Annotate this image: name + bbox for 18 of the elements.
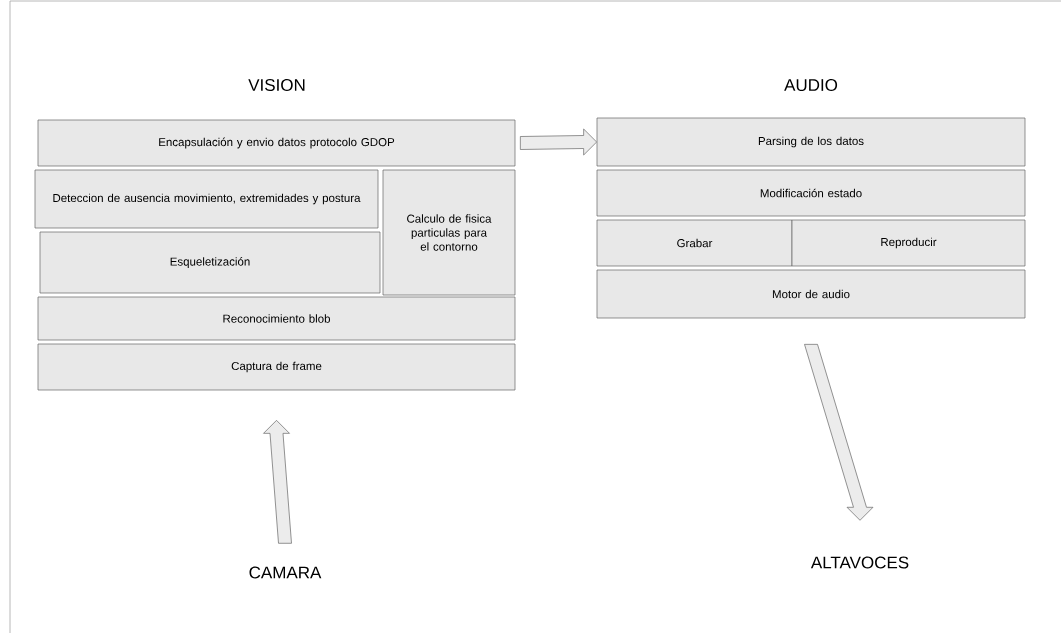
process-box: Encapsulación y envio datos protocolo GDOP	[37, 119, 516, 167]
process-box: Reproducir	[791, 219, 1026, 267]
process-box: Parsing de los datos	[596, 117, 1026, 167]
section-title: AUDIO	[784, 79, 838, 92]
process-box: Motor de audio	[596, 269, 1026, 319]
block-arrow	[520, 128, 597, 156]
device-label: ALTAVOCES	[810, 556, 909, 569]
block-arrow	[263, 420, 292, 544]
process-box: Grabar	[596, 219, 793, 267]
process-box: Deteccion de ausencia movimiento, extremidades y postura	[34, 169, 379, 229]
section-title: VISION	[248, 79, 305, 92]
device-label: CAMARA	[249, 566, 322, 579]
process-box: Modificación estado	[596, 169, 1026, 217]
process-box: Captura de frame	[37, 343, 516, 391]
process-box: Reconocimiento blob	[37, 296, 516, 341]
process-box: Esqueletización	[39, 231, 381, 294]
block-arrow	[804, 344, 874, 521]
process-box: Calculo de fisica particulas para el contorno	[382, 169, 516, 296]
